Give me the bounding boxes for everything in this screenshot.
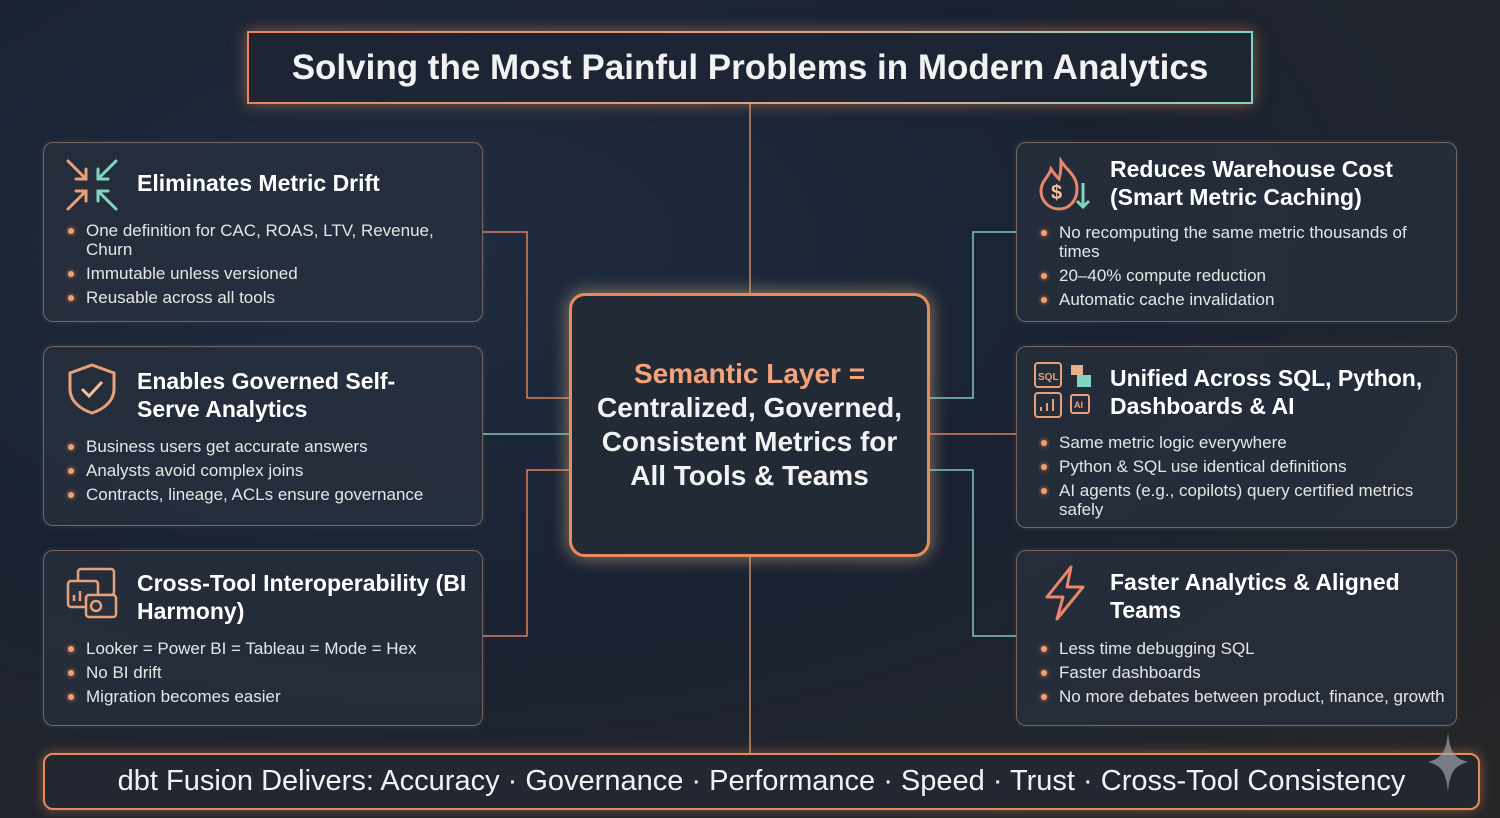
dashboards-icon <box>66 567 118 619</box>
bullet: Contracts, lineage, ACLs ensure governan… <box>66 485 476 504</box>
shield-check-icon <box>68 363 116 415</box>
svg-text:$: $ <box>1051 182 1062 204</box>
card-cross-tool: Cross-Tool Interoperability (BI Harmony)… <box>43 550 483 726</box>
svg-text:AI: AI <box>1074 400 1083 410</box>
sparkle-icon <box>1428 732 1468 792</box>
card-faster-analytics: Faster Analytics & Aligned Teams Less ti… <box>1016 550 1457 726</box>
card-metric-drift: Eliminates Metric Drift One definition f… <box>43 142 483 322</box>
lightning-icon <box>1045 565 1085 621</box>
flame-dollar-icon: $ <box>1039 157 1091 211</box>
bullet: 20–40% compute reduction <box>1039 266 1439 285</box>
bullet: Looker = Power BI = Tableau = Mode = Hex <box>66 639 476 658</box>
card-title: Eliminates Metric Drift <box>137 170 380 196</box>
card-title: Unified Across SQL, Python, Dashboards &… <box>1110 365 1423 419</box>
bullet: Immutable unless versioned <box>66 264 476 283</box>
bullet: Python & SQL use identical definitions <box>1039 457 1439 476</box>
bullet: Less time debugging SQL <box>1039 639 1459 658</box>
page-title: Solving the Most Painful Problems in Mod… <box>247 31 1253 104</box>
card-governed-self-serve: Enables Governed Self-Serve Analytics Bu… <box>43 346 483 526</box>
center-line-1: Semantic Layer = <box>633 358 866 389</box>
card-title: Reduces Warehouse Cost (Smart Metric Cac… <box>1110 156 1393 210</box>
card-title: Enables Governed Self-Serve Analytics <box>137 368 396 422</box>
card-warehouse-cost: $ Reduces Warehouse Cost (Smart Metric C… <box>1016 142 1457 322</box>
sql-python-ai-icon: SQL AI <box>1034 362 1091 418</box>
bullet: AI agents (e.g., copilots) query certifi… <box>1039 481 1439 519</box>
footer-banner: dbt Fusion Delivers: Accuracy · Governan… <box>43 753 1480 810</box>
bullet: One definition for CAC, ROAS, LTV, Reven… <box>66 221 476 259</box>
bullet: Business users get accurate answers <box>66 437 476 456</box>
card-title: Cross-Tool Interoperability (BI Harmony) <box>137 570 467 624</box>
center-line-4: All Tools & Teams <box>630 460 869 491</box>
card-unified: SQL AI Unified Across SQL, Python, Dashbo… <box>1016 346 1457 528</box>
bullet: Analysts avoid complex joins <box>66 461 476 480</box>
bullet: Automatic cache invalidation <box>1039 290 1439 309</box>
card-title: Faster Analytics & Aligned Teams <box>1110 569 1400 623</box>
bullet: No BI drift <box>66 663 476 682</box>
arrows-converge-icon <box>66 159 118 211</box>
bullet: Reusable across all tools <box>66 288 476 307</box>
bullet: No more debates between product, finance… <box>1039 687 1459 706</box>
center-line-3: Consistent Metrics for <box>601 426 898 457</box>
bullet: Faster dashboards <box>1039 663 1459 682</box>
center-line-2: Centralized, Governed, <box>597 392 902 423</box>
central-concept: Semantic Layer = Centralized, Governed, … <box>569 293 930 557</box>
bullet: Same metric logic everywhere <box>1039 433 1439 452</box>
bullet: Migration becomes easier <box>66 687 476 706</box>
svg-text:SQL: SQL <box>1038 372 1059 383</box>
bullet: No recomputing the same metric thousands… <box>1039 223 1439 261</box>
